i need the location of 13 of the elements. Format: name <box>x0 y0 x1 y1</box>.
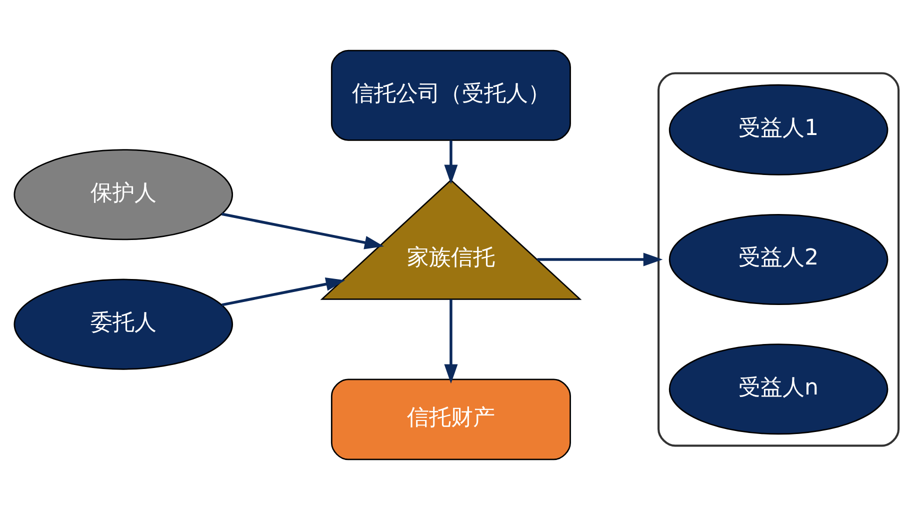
arrow <box>222 212 384 249</box>
node-box: 信托财产 <box>330 378 571 460</box>
node-ellipse: 受益人1 <box>668 84 888 175</box>
arrow <box>444 298 458 384</box>
node-box: 信托公司（受托人） <box>330 49 571 140</box>
arrow <box>222 276 346 306</box>
cluster <box>658 72 900 446</box>
node-ellipse: 受益人n <box>668 343 888 434</box>
node-ellipse: 受益人2 <box>668 213 888 304</box>
node-ellipse: 保护人 <box>14 148 234 240</box>
arrow <box>537 252 663 266</box>
arrow <box>444 140 458 184</box>
node-ellipse: 委托人 <box>14 278 234 370</box>
